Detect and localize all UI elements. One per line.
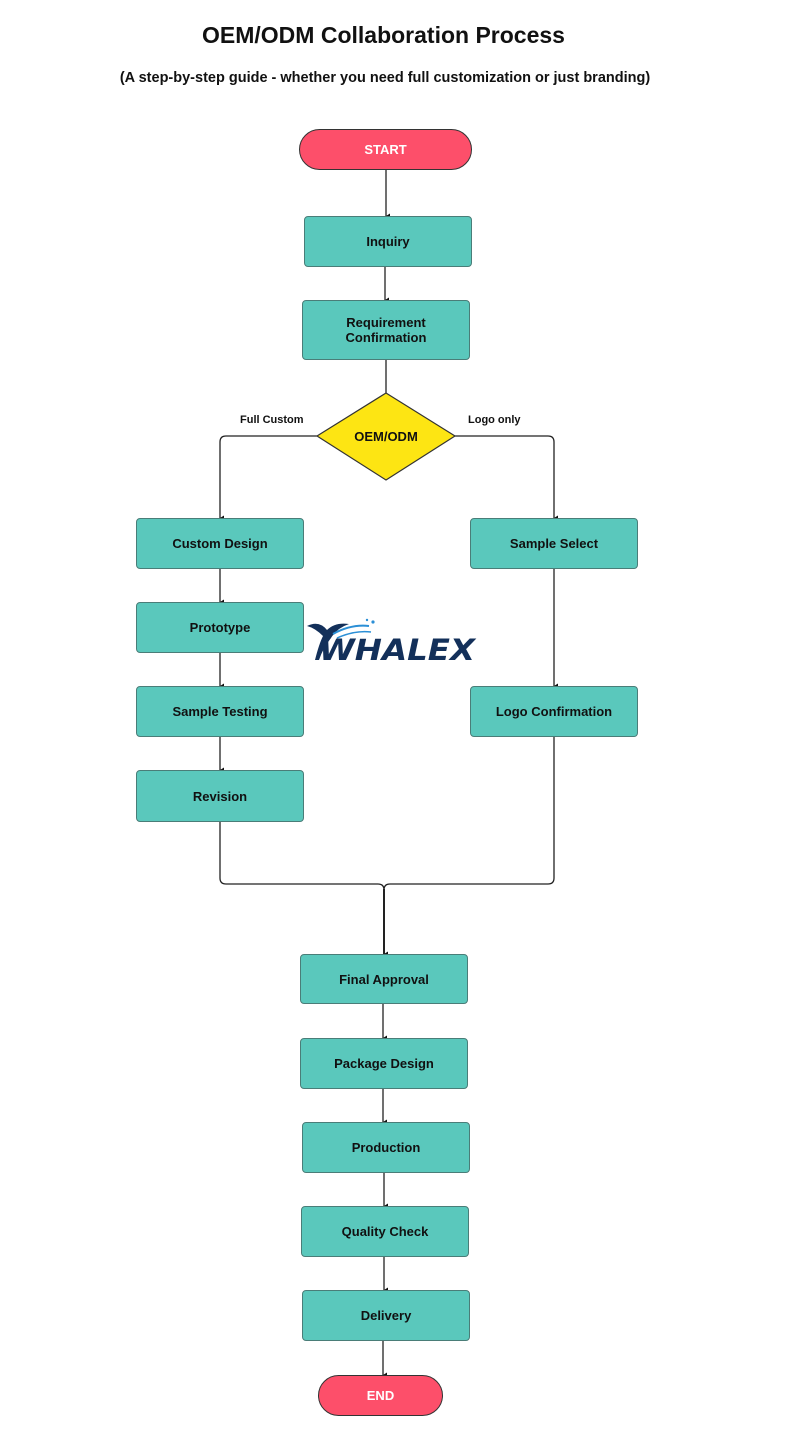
connector-revision-merge [219, 822, 385, 891]
start-node[interactable]: START [299, 129, 472, 170]
custom-design-node[interactable]: Custom Design [136, 518, 304, 569]
inquiry-node[interactable]: Inquiry [304, 216, 472, 267]
page-subtitle: (A step-by-step guide - whether you need… [119, 70, 651, 86]
connector-decision-right [455, 435, 558, 521]
package-design-node[interactable]: Package Design [300, 1038, 468, 1089]
decision-node[interactable] [316, 392, 456, 481]
decision-label: OEM/ODM [354, 428, 418, 444]
final-approval-node[interactable]: Final Approval [300, 954, 468, 1004]
production-node[interactable]: Production [302, 1122, 470, 1173]
revision-node[interactable]: Revision [136, 770, 304, 822]
whale-tail-icon: WHALEX [307, 618, 477, 667]
sample-testing-node[interactable]: Sample Testing [136, 686, 304, 737]
whalex-logo: WHALEX [305, 614, 477, 667]
prototype-node[interactable]: Prototype [136, 602, 304, 653]
branch-label-full-custom: Full Custom [240, 414, 304, 426]
end-node[interactable]: END [318, 1375, 443, 1416]
requirement-confirmation-node[interactable]: Requirement Confirmation [302, 300, 470, 360]
delivery-node[interactable]: Delivery [302, 1290, 470, 1341]
page-title: OEM/ODM Collaboration Process [202, 22, 565, 48]
quality-check-node[interactable]: Quality Check [301, 1206, 469, 1257]
sample-select-node[interactable]: Sample Select [470, 518, 638, 569]
connector-logo-merge [383, 737, 555, 891]
logo-confirmation-node[interactable]: Logo Confirmation [470, 686, 638, 737]
connector-decision-left [219, 435, 317, 521]
branch-label-logo-only: Logo only [468, 414, 521, 426]
logo-wordmark: WHALEX [319, 633, 477, 664]
